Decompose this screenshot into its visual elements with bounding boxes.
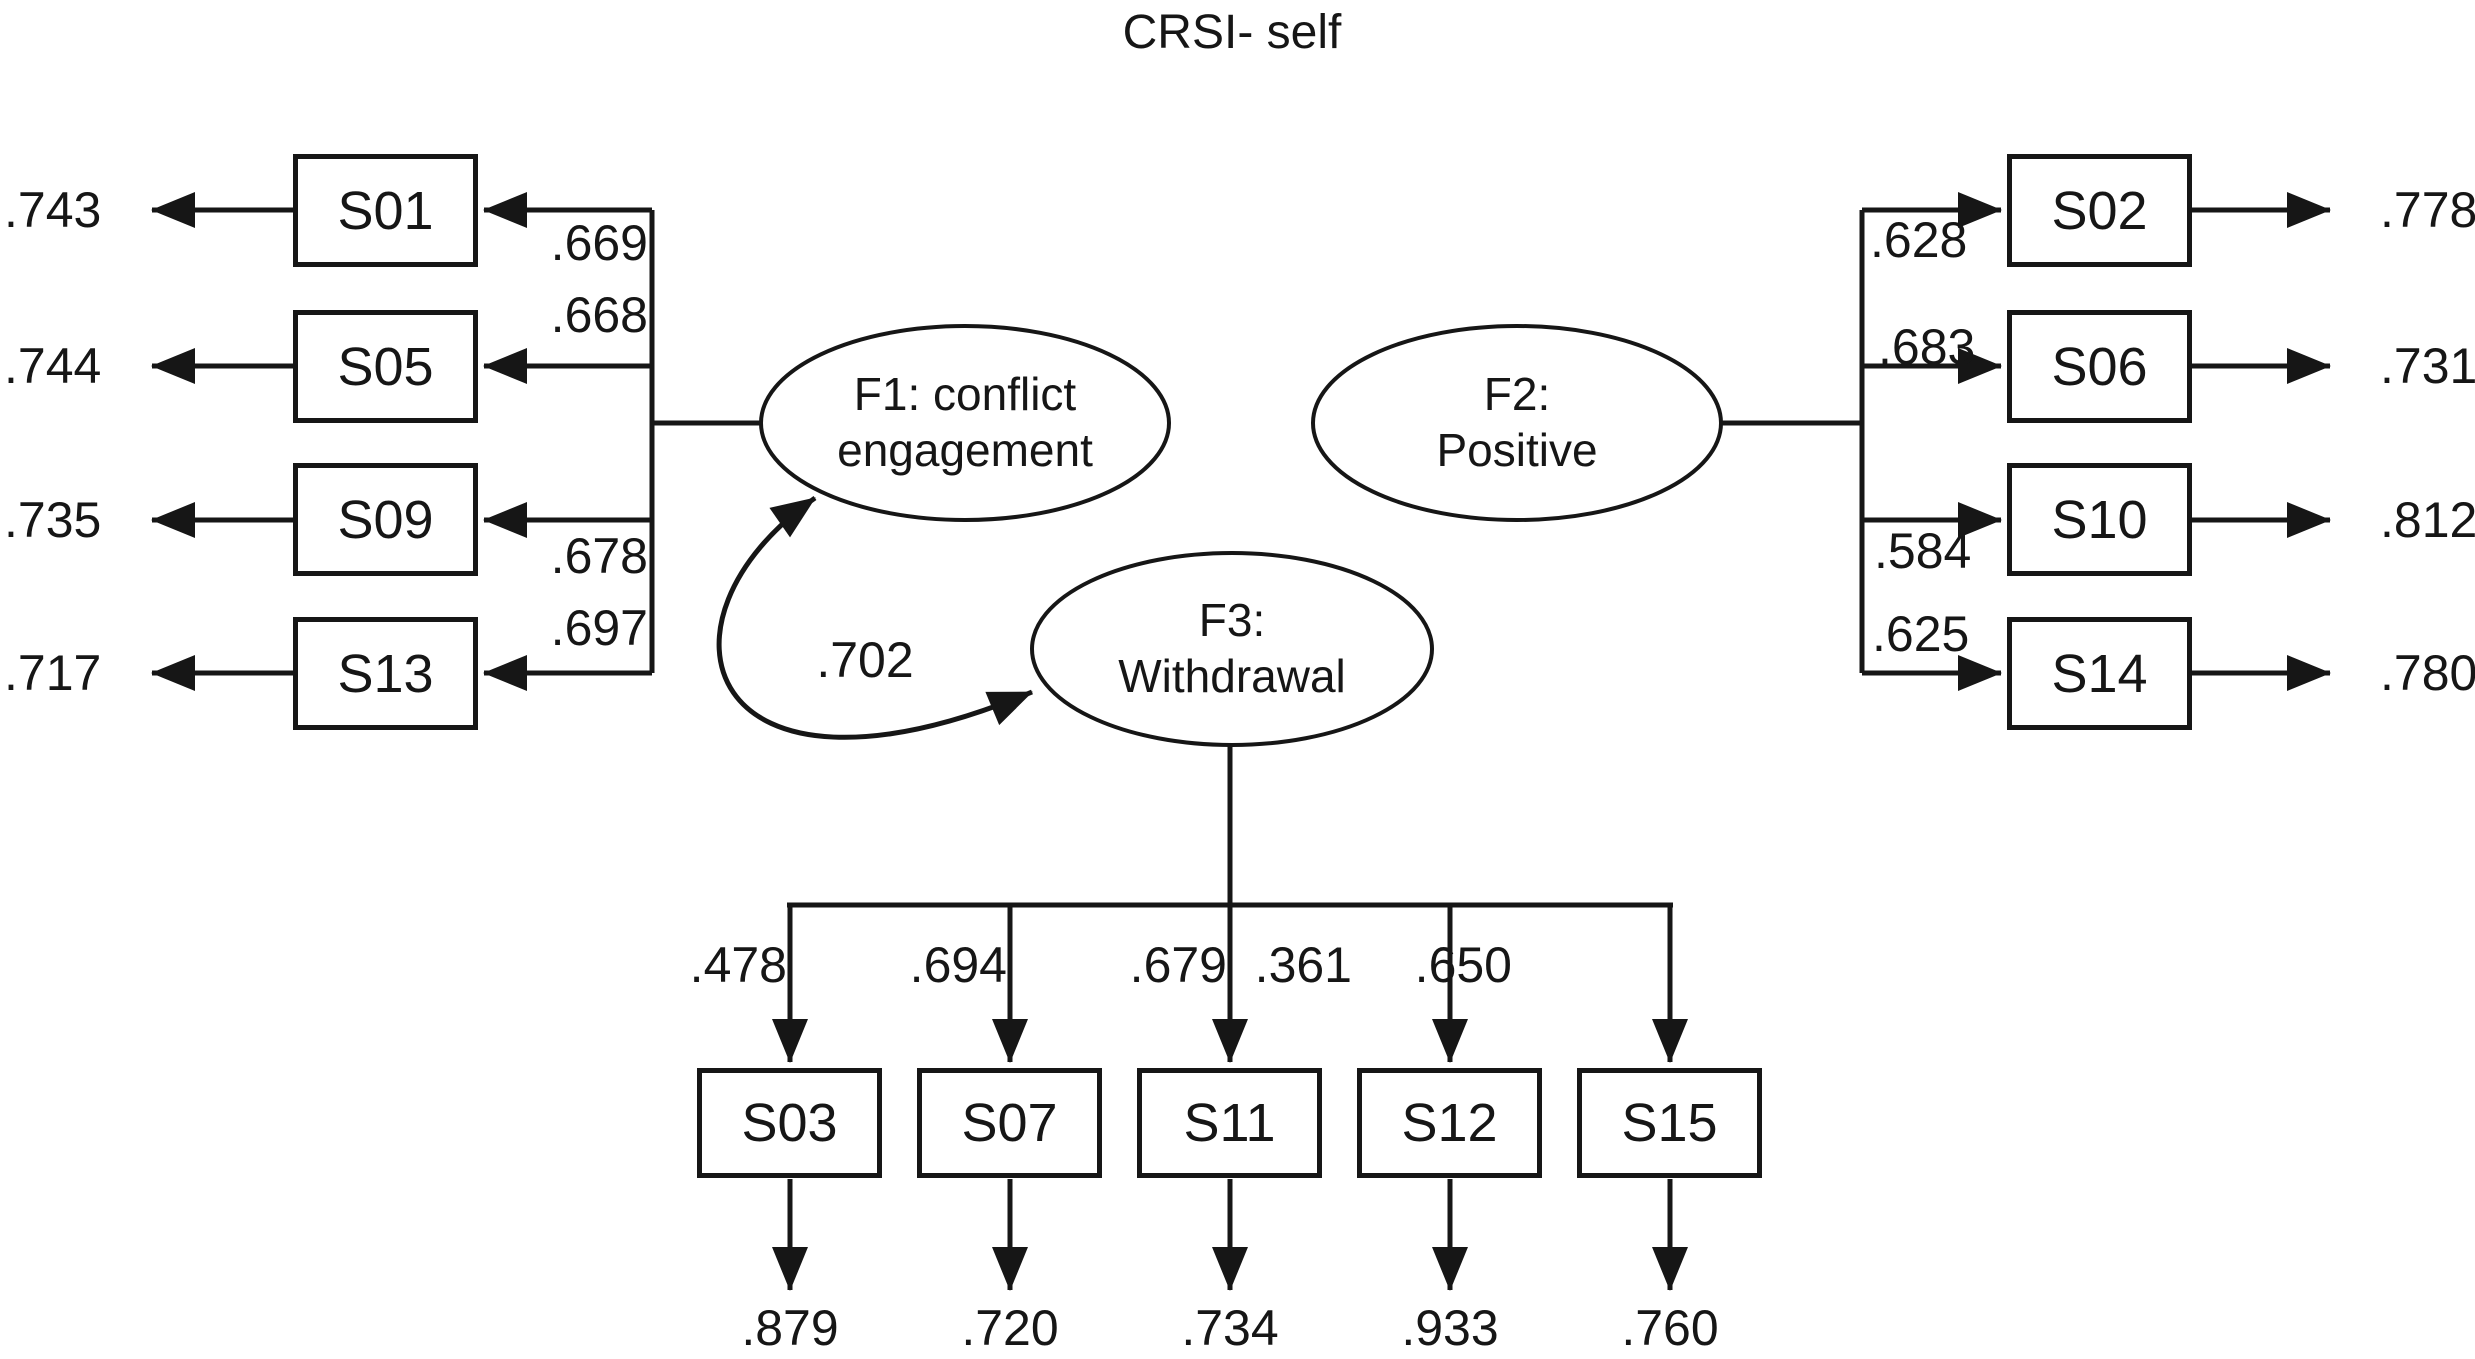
- loading-value-s14: .625: [1872, 606, 1970, 662]
- factor-f2-label: F2: Positive: [1317, 366, 1717, 478]
- f3-loading-arrows: [772, 905, 1688, 1063]
- factor-f1-line2: engagement: [837, 424, 1093, 476]
- f1-loading-arrows: [483, 192, 652, 691]
- loading-value-s10: .584: [1874, 523, 1972, 579]
- loading-value-s13: .697: [550, 600, 648, 656]
- loading-value-s09: .678: [550, 528, 648, 584]
- error-value-s11: .734: [1181, 1300, 1279, 1356]
- loading-value-s01: .669: [550, 215, 648, 271]
- loading-value-s05: .668: [550, 287, 648, 343]
- indicator-label-s02: S02: [2051, 180, 2148, 241]
- loading-value-s11: .679: [1129, 937, 1227, 993]
- loading-value-s03: .478: [689, 937, 787, 993]
- factor-f2-line2: Positive: [1436, 424, 1598, 476]
- indicator-box-s07: S07: [917, 1068, 1102, 1178]
- f2-loading-arrows: [1862, 192, 2002, 691]
- indicator-box-s05: S05: [293, 310, 478, 423]
- indicator-box-s15: S15: [1577, 1068, 1762, 1178]
- indicator-label-s01: S01: [337, 180, 434, 241]
- error-value-s10: .812: [2380, 492, 2475, 548]
- indicator-label-s15: S15: [1621, 1093, 1718, 1153]
- diagram-title: CRSI- self: [1122, 6, 1342, 59]
- error-value-s12: .933: [1401, 1300, 1499, 1356]
- error-value-s05: .744: [4, 338, 102, 394]
- loading-value-s12: .361: [1254, 937, 1352, 993]
- indicator-label-s05: S05: [337, 336, 434, 397]
- left-error-arrows: [151, 192, 293, 691]
- indicator-label-s11: S11: [1183, 1093, 1276, 1153]
- loading-value-s06: .683: [1878, 319, 1976, 375]
- error-value-s14: .780: [2380, 645, 2475, 701]
- indicator-label-s13: S13: [337, 643, 434, 704]
- indicator-label-s03: S03: [741, 1093, 838, 1153]
- loading-value-s15: .650: [1414, 937, 1512, 993]
- error-value-s03: .879: [741, 1300, 839, 1356]
- indicator-label-s12: S12: [1401, 1093, 1498, 1153]
- indicator-label-s06: S06: [2051, 336, 2148, 397]
- error-value-s01: .743: [4, 182, 102, 238]
- indicator-box-s11: S11: [1137, 1068, 1322, 1178]
- factor-f3-line1: F3:: [1198, 594, 1266, 646]
- covariance-value: .702: [816, 632, 914, 688]
- loading-value-s07: .694: [909, 937, 1007, 993]
- factor-f2-line1: F2:: [1483, 368, 1551, 420]
- indicator-box-s09: S09: [293, 463, 478, 576]
- error-value-s13: .717: [4, 645, 102, 701]
- factor-f1-line1: F1: conflict: [853, 368, 1077, 420]
- factor-f3-line2: Withdrawal: [1118, 650, 1346, 702]
- factor-f3-label: F3: Withdrawal: [1032, 592, 1432, 704]
- factor-f1-label: F1: conflict engagement: [765, 366, 1165, 478]
- covariance-arrow-f1-f3: [716, 495, 1033, 740]
- indicator-box-s03: S03: [697, 1068, 882, 1178]
- error-value-s02: .778: [2380, 182, 2475, 238]
- indicator-label-s09: S09: [337, 489, 434, 550]
- indicator-label-s10: S10: [2051, 489, 2148, 550]
- indicator-label-s07: S07: [961, 1093, 1058, 1153]
- right-error-arrows: [2192, 192, 2331, 691]
- error-value-s15: .760: [1621, 1300, 1719, 1356]
- indicator-box-s01: S01: [293, 154, 478, 267]
- error-value-s09: .735: [4, 492, 102, 548]
- indicator-box-s02: S02: [2007, 154, 2192, 267]
- bottom-error-arrows: [772, 1179, 1688, 1291]
- loading-value-s02: .628: [1870, 212, 1968, 268]
- indicator-box-s14: S14: [2007, 617, 2192, 730]
- error-value-s07: .720: [961, 1300, 1059, 1356]
- indicator-label-s14: S14: [2051, 643, 2148, 704]
- error-value-s06: .731: [2380, 338, 2475, 394]
- indicator-box-s10: S10: [2007, 463, 2192, 576]
- indicator-box-s13: S13: [293, 617, 478, 730]
- indicator-box-s06: S06: [2007, 310, 2192, 423]
- indicator-box-s12: S12: [1357, 1068, 1542, 1178]
